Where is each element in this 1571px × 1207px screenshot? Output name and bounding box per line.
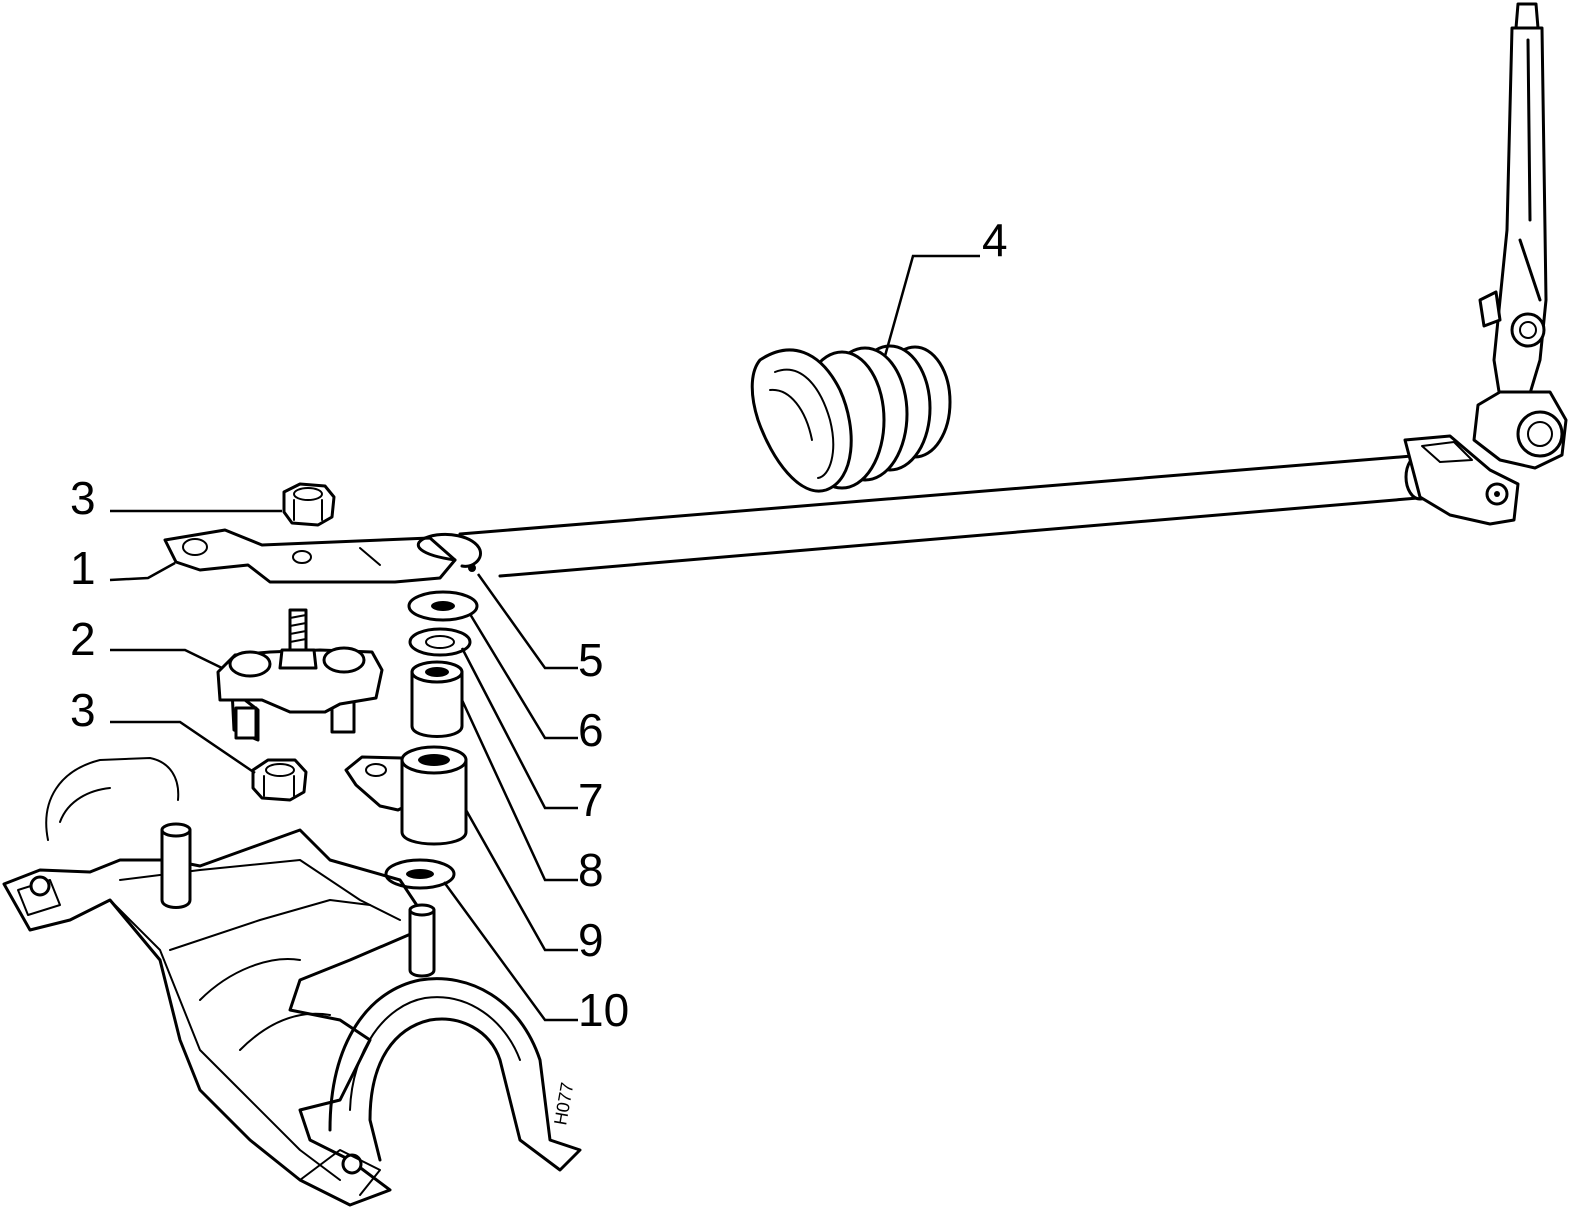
support-bracket [344, 745, 468, 846]
callout-8: 8 [578, 844, 604, 896]
gear-lever [1472, 2, 1568, 470]
washer-7 [408, 627, 472, 657]
rubber-boot [750, 344, 952, 493]
circlip [416, 532, 482, 572]
callout-7: 7 [578, 774, 604, 826]
gearbox-housing [2, 757, 582, 1207]
nut-lower [251, 758, 308, 802]
washer-6 [407, 590, 479, 622]
washer-10 [384, 858, 456, 890]
callout-2: 2 [70, 613, 96, 665]
callout-10: 10 [578, 984, 629, 1036]
drawing-code: H077 [550, 1081, 577, 1127]
leader-lines [109, 254, 980, 1022]
callout-3-lower: 3 [70, 684, 96, 736]
nut-upper [282, 482, 336, 527]
lever-arm [163, 528, 457, 584]
callout-1: 1 [70, 542, 96, 594]
bush [410, 660, 464, 738]
callout-9: 9 [578, 914, 604, 966]
selector-rod [458, 434, 1520, 578]
callout-5: 5 [578, 634, 604, 686]
callout-6: 6 [578, 704, 604, 756]
stud-plate [216, 608, 384, 742]
callout-3-upper: 3 [70, 472, 96, 524]
callout-4: 4 [982, 214, 1008, 266]
